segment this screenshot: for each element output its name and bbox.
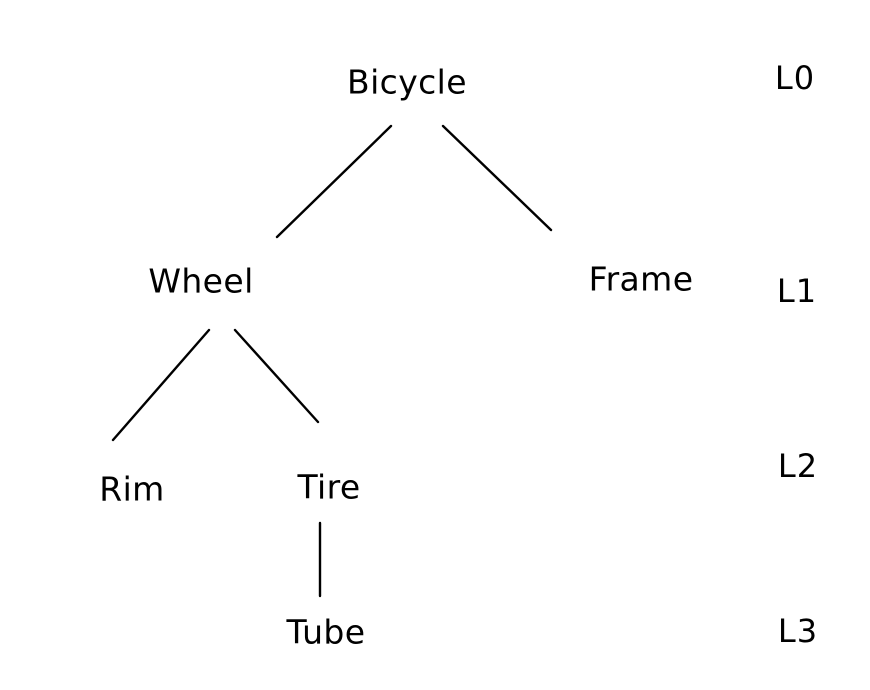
level-label-l0: L0 (774, 59, 816, 97)
level-label-l1: L1 (776, 272, 818, 310)
node-tire[interactable]: Tire (297, 467, 361, 507)
level-label-l3: L3 (777, 612, 819, 650)
node-frame[interactable]: Frame (588, 259, 694, 299)
edge-bicycle-to-wheel (275, 124, 393, 239)
edge-group (111, 124, 553, 598)
node-tube[interactable]: Tube (286, 612, 366, 652)
edge-wheel-to-tire (233, 328, 320, 424)
node-wheel[interactable]: Wheel (148, 261, 254, 301)
node-bicycle[interactable]: Bicycle (347, 62, 467, 102)
edge-wheel-to-rim (111, 328, 211, 442)
node-rim[interactable]: Rim (99, 469, 165, 509)
level-label-l2: L2 (777, 447, 819, 485)
edge-bicycle-to-frame (441, 124, 553, 232)
